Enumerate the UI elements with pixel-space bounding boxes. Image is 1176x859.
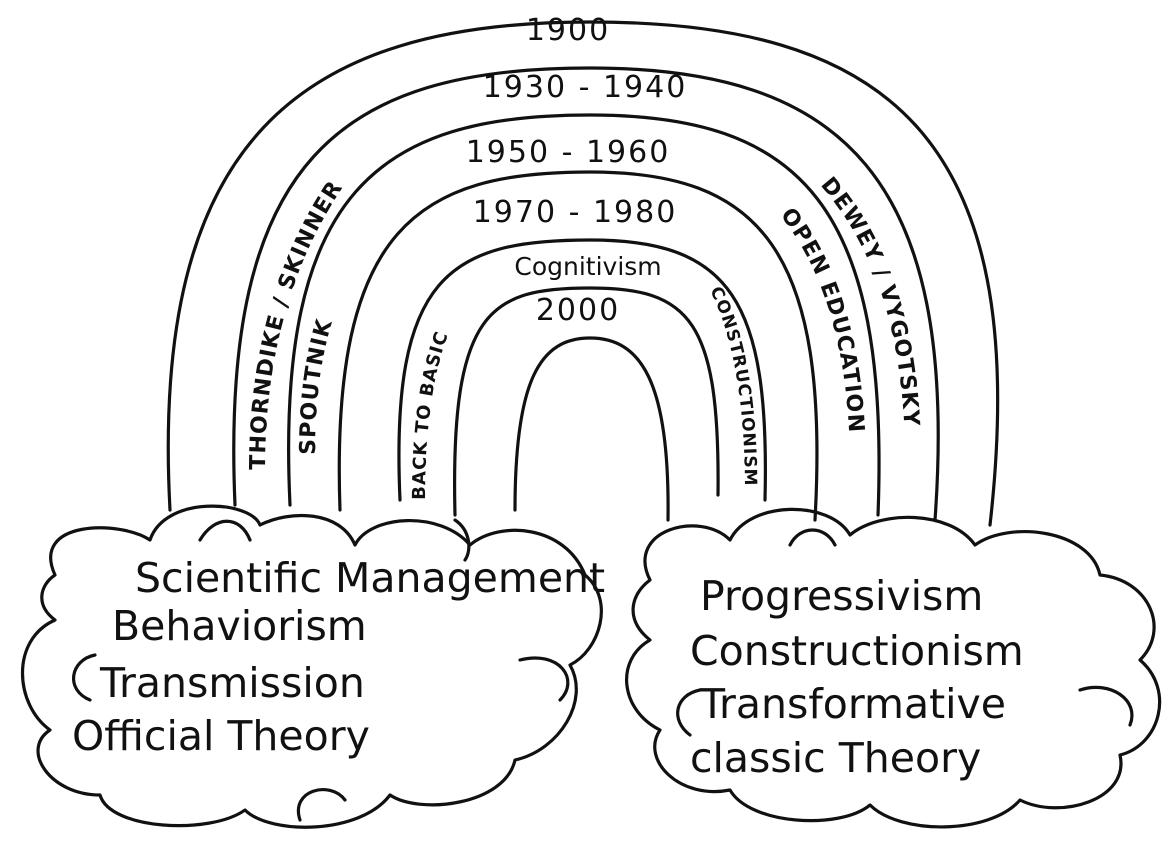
year-label-1970-1980: 1970 - 1980 [473, 195, 678, 230]
rainbow-arc [337, 170, 819, 522]
right-cloud-line-2: Constructionism [690, 627, 1024, 675]
rainbow-arc [397, 238, 768, 502]
left-cloud-line-4: Official Theory [72, 712, 370, 760]
rainbow-arc [513, 336, 670, 522]
rainbow-arc [166, 20, 1000, 527]
rainbow-arc [287, 113, 881, 517]
right-cloud-line-4: classic Theory [690, 734, 981, 782]
year-label-1950-1960: 1950 - 1960 [466, 135, 671, 170]
right-cloud-outline [625, 507, 1162, 829]
rainbow-arc [232, 66, 940, 522]
year-label-1930-1940: 1930 - 1940 [483, 70, 688, 105]
right-cloud-line-3: Transformative [699, 680, 1006, 728]
rainbow-arcs [166, 20, 1000, 527]
label-back-to-basic: BACK TO BASIC [409, 328, 453, 499]
left-cloud-outline [21, 504, 603, 829]
label-spoutnik: SPOUTNIK [296, 316, 338, 455]
left-cloud-line-2: Behaviorism [112, 602, 367, 650]
left-cloud-line-1: Scientific Management [135, 554, 605, 602]
right-cloud-line-1: Progressivism [700, 572, 983, 620]
left-cloud-line-3: Transmission [99, 659, 365, 707]
cognitivism-label: Cognitivism [514, 252, 661, 281]
rainbow-arc [452, 286, 720, 517]
year-label-2000: 2000 [536, 293, 620, 328]
year-label-1900: 1900 [526, 13, 610, 48]
